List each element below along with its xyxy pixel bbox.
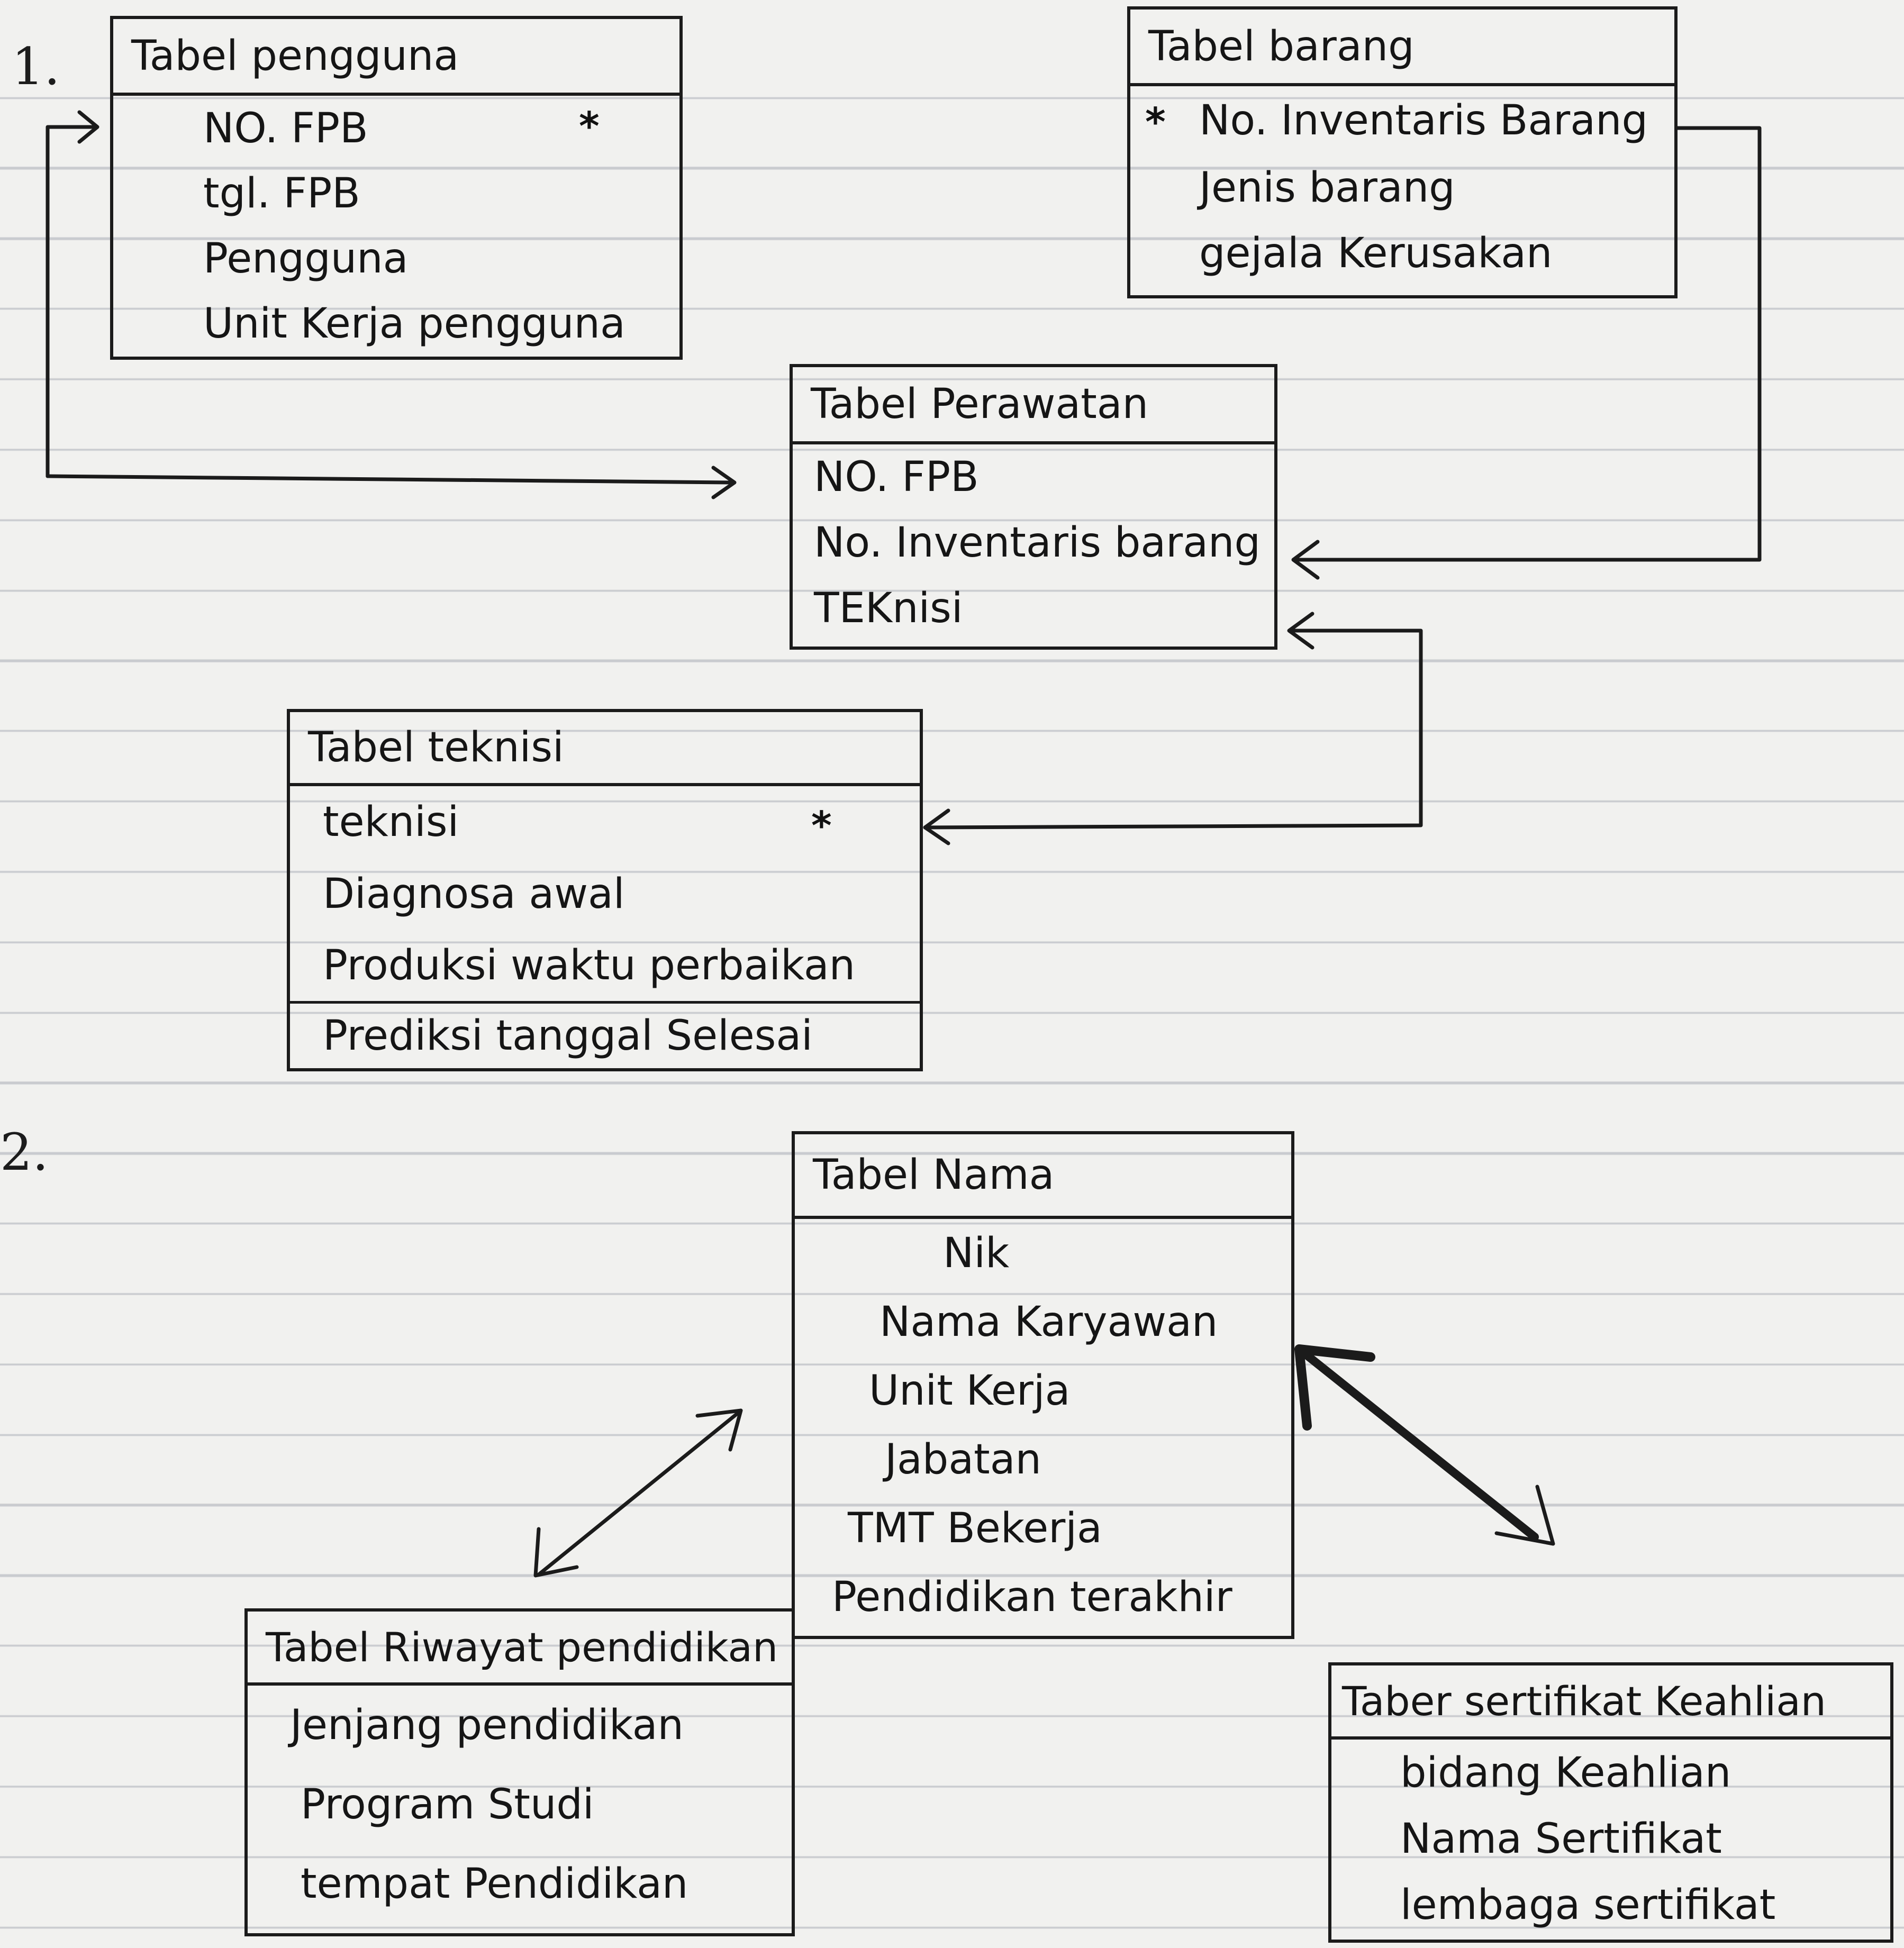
table-sertifikat-field: bidang Keahlian: [1400, 1749, 1731, 1797]
table-barang: Tabel barang No. Inventaris Barang Jenis…: [1127, 6, 1678, 298]
arrow-head-nama-riwayat-top: [695, 1408, 743, 1452]
arrow-head-nama-bold: [1294, 1344, 1375, 1431]
arrow-head-sertifikat: [1494, 1485, 1555, 1546]
primary-key-mark: *: [811, 803, 832, 849]
table-nama-field: Nama Karyawan: [880, 1298, 1218, 1346]
table-nama-field: Jabatan: [885, 1436, 1041, 1483]
table-nama: Tabel Nama Nik Nama Karyawan Unit Kerja …: [792, 1131, 1294, 1639]
table-riwayat-field: tempat Pendidikan: [301, 1860, 688, 1908]
table-perawatan-field: No. Inventaris barang: [814, 519, 1261, 567]
primary-key-mark: *: [579, 104, 600, 149]
table-perawatan-field: TEKnisi: [814, 585, 963, 632]
connector-nama-sertifikat: [1300, 1349, 1539, 1541]
connector-pengguna-perawatan: [46, 125, 97, 478]
table-sertifikat-keahlian: Taber sertifikat Keahlian bidang Keahlia…: [1328, 1662, 1893, 1943]
arrow-head-teknisi: [923, 808, 950, 845]
table-pengguna-field: NO. FPB: [203, 104, 368, 152]
table-nama-field: Nik: [943, 1230, 1010, 1277]
table-pengguna-field: tgl. FPB: [203, 169, 360, 217]
table-barang-field: gejala Kerusakan: [1199, 230, 1553, 277]
table-nama-field: Pendidikan terakhir: [832, 1573, 1232, 1621]
table-barang-title: Tabel barang: [1130, 10, 1674, 86]
table-pengguna-field: Pengguna: [203, 234, 409, 283]
table-nama-field: TMT Bekerja: [848, 1505, 1102, 1552]
arrow-head-pengguna: [77, 110, 99, 144]
table-riwayat-title: Tabel Riwayat pendidikan: [248, 1612, 792, 1686]
table-pengguna: Tabel pengguna NO. FPB tgl. FPB Pengguna…: [110, 16, 683, 360]
arrow-head-perawatan-teknisi: [1287, 612, 1314, 650]
table-nama-field: Unit Kerja: [869, 1367, 1071, 1415]
table-sertifikat-title: Taber sertifikat Keahlian: [1331, 1665, 1890, 1740]
section-number-1: 1.: [12, 37, 60, 96]
table-pengguna-field: Unit Kerja pengguna: [203, 300, 625, 348]
arrow-head-nama-riwayat-bottom: [533, 1527, 579, 1578]
table-riwayat-pendidikan: Tabel Riwayat pendidikan Jenjang pendidi…: [244, 1608, 795, 1936]
section-number-2: 2.: [0, 1123, 49, 1182]
table-teknisi-field: Prediksi tanggal Selesai: [290, 1001, 920, 1068]
connector-nama-riwayat: [537, 1409, 742, 1577]
arrow-head-perawatan-right: [1291, 540, 1320, 580]
table-riwayat-field: Jenjang pendidikan: [290, 1701, 684, 1749]
connector-barang-perawatan: [1293, 126, 1762, 562]
table-teknisi-field: Diagnosa awal: [323, 870, 625, 918]
primary-key-mark: *: [1145, 99, 1166, 145]
table-barang-field: No. Inventaris Barang: [1199, 97, 1648, 144]
table-teknisi-title: Tabel teknisi: [290, 712, 920, 786]
table-perawatan-field: NO. FPB: [814, 453, 979, 501]
table-sertifikat-field: Nama Sertifikat: [1400, 1815, 1722, 1863]
table-teknisi-field: teknisi: [323, 798, 459, 846]
table-nama-title: Tabel Nama: [795, 1134, 1291, 1219]
table-sertifikat-field: lembaga sertifikat: [1400, 1881, 1776, 1929]
table-teknisi: Tabel teknisi teknisi Diagnosa awal Prod…: [287, 709, 923, 1071]
arrow-head-perawatan-left: [711, 466, 737, 499]
table-pengguna-title: Tabel pengguna: [113, 19, 679, 96]
connector-pengguna-perawatan-bottom: [46, 474, 732, 485]
table-perawatan: Tabel Perawatan NO. FPB No. Inventaris b…: [790, 364, 1277, 650]
table-barang-field: Jenis barang: [1199, 164, 1455, 212]
connector-perawatan-teknisi: [923, 629, 1423, 830]
table-perawatan-title: Tabel Perawatan: [793, 367, 1274, 444]
table-riwayat-field: Program Studi: [301, 1781, 594, 1828]
table-teknisi-field: Produksi waktu perbaikan: [323, 942, 856, 989]
